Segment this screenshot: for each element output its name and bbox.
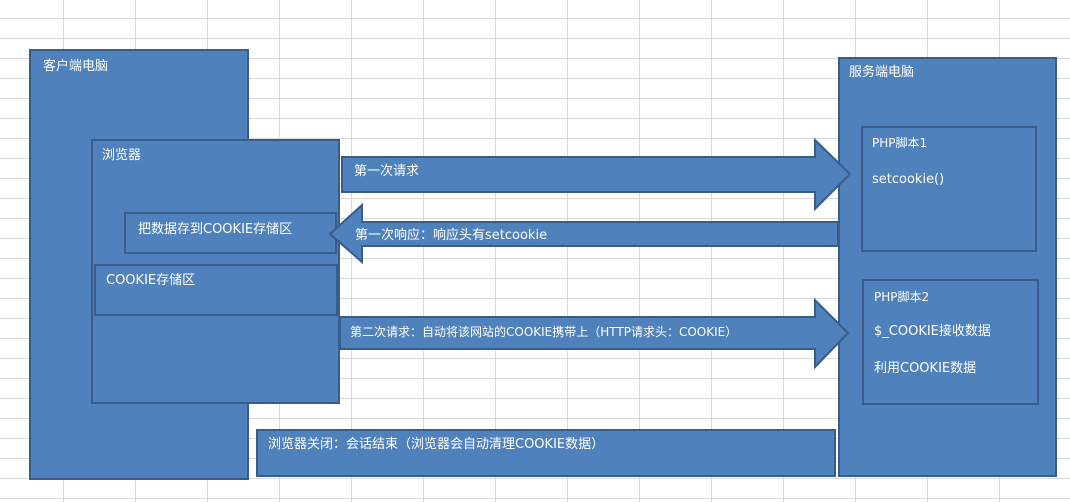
php-script-2-title: PHP脚本2 [874, 290, 930, 304]
cookie-storage-box: COOKIE存储区 [94, 264, 338, 316]
store-to-cookie-box: 把数据存到COOKIE存储区 [124, 212, 337, 254]
cookie-storage-label: COOKIE存储区 [106, 273, 196, 288]
server-computer-title: 服务端电脑 [849, 65, 915, 80]
php-script-1-title: PHP脚本1 [872, 136, 928, 150]
first-response-label: 第一次响应：响应头有setcookie [355, 228, 548, 243]
php-script-2-line2: 利用COOKIE数据 [874, 361, 977, 376]
session-end-box: 浏览器关闭：会话结束（浏览器会自动清理COOKIE数据） [256, 429, 836, 477]
php-script-1-box: PHP脚本1 setcookie() [861, 126, 1037, 252]
second-request-arrow [339, 297, 850, 370]
first-request-arrow [341, 137, 852, 212]
php-script-2-line1: $_COOKIE接收数据 [874, 324, 991, 339]
first-request-label: 第一次请求 [354, 164, 420, 179]
browser-title: 浏览器 [102, 148, 142, 163]
store-to-cookie-label: 把数据存到COOKIE存储区 [138, 222, 293, 237]
second-request-label: 第二次请求：自动将该网站的COOKIE携带上（HTTP请求头：COOKIE） [350, 325, 738, 339]
session-end-label: 浏览器关闭：会话结束（浏览器会自动清理COOKIE数据） [268, 437, 605, 452]
first-response-arrow [328, 202, 839, 265]
php-script-1-code: setcookie() [872, 172, 945, 187]
client-computer-title: 客户端电脑 [43, 59, 109, 74]
php-script-2-box: PHP脚本2 $_COOKIE接收数据 利用COOKIE数据 [862, 279, 1039, 405]
